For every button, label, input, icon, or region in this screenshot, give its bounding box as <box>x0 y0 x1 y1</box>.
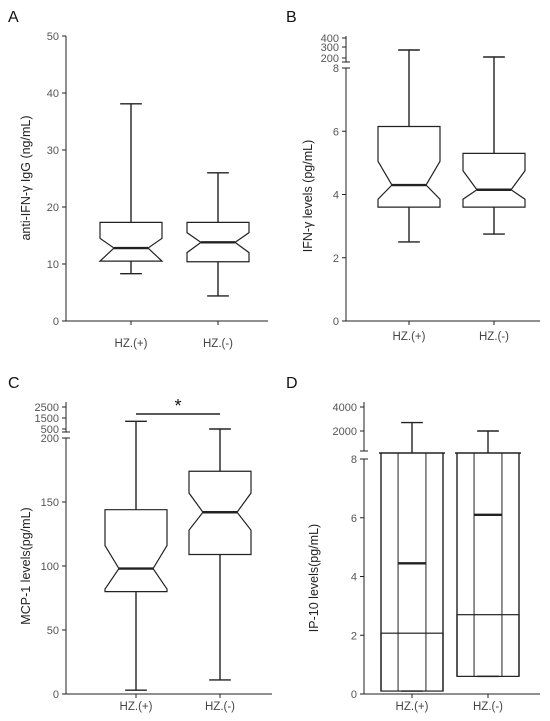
y-tick-label: 6 <box>351 513 357 525</box>
y-upper-tick-label: 4000 <box>333 402 357 414</box>
y-tick-label: 6 <box>333 126 339 138</box>
panel-letter: B <box>286 9 297 26</box>
y-tick-label: 40 <box>47 88 59 100</box>
y-tick-label: 30 <box>47 145 59 157</box>
y-tick-label: 150 <box>41 497 59 509</box>
y-axis-label: anti-IFN-γ IgG (ng/mL) <box>19 115 33 240</box>
y-tick-label: 0 <box>53 316 59 328</box>
y-tick-label: 8 <box>333 63 339 75</box>
box-body <box>98 221 164 262</box>
y-upper-tick-label: 400 <box>321 33 339 45</box>
y-tick-label: 4 <box>351 572 357 584</box>
y-axis-label: IP-10 levels(pg/mL) <box>307 524 321 632</box>
y-axis-label: MCP-1 levels(pg/mL) <box>19 507 33 624</box>
y-upper-tick-label: 500 <box>41 424 59 436</box>
y-tick-label: 50 <box>47 625 59 637</box>
y-tick-label: 8 <box>351 454 357 466</box>
y-tick-label: 4 <box>333 190 339 202</box>
x-tick-label: HZ.(+) <box>120 701 153 713</box>
box-body <box>462 152 526 208</box>
x-tick-label: HZ.(-) <box>479 331 509 343</box>
panel-letter: C <box>8 375 20 392</box>
box-body <box>104 509 168 593</box>
y-tick-label: 2 <box>351 630 357 642</box>
x-tick-label: HZ.(-) <box>473 701 503 713</box>
y-upper-tick-label: 300 <box>321 42 339 54</box>
y-upper-tick-label: 2500 <box>35 402 59 414</box>
panel-letter: A <box>8 9 19 26</box>
significance-marker: * <box>174 396 181 416</box>
box-body <box>377 125 441 208</box>
y-tick-label: 200 <box>41 433 59 445</box>
box-body <box>456 614 520 677</box>
y-tick-label: 20 <box>47 202 59 214</box>
y-tick-label: 0 <box>351 689 357 701</box>
y-upper-tick-label: 2000 <box>333 426 357 438</box>
y-tick-label: 50 <box>47 31 59 43</box>
y-upper-tick-label: 1500 <box>35 413 59 425</box>
x-tick-label: HZ.(+) <box>115 338 148 350</box>
x-tick-label: HZ.(-) <box>205 701 235 713</box>
box-body <box>380 632 444 692</box>
y-tick-label: 100 <box>41 561 59 573</box>
y-tick-label: 10 <box>47 259 59 271</box>
x-tick-label: HZ.(+) <box>396 701 429 713</box>
panel-letter: D <box>286 375 298 392</box>
x-tick-label: HZ.(+) <box>393 331 426 343</box>
y-tick-label: 2 <box>333 253 339 265</box>
y-tick-label: 0 <box>53 689 59 701</box>
y-tick-label: 0 <box>333 316 339 328</box>
y-upper-tick-label: 200 <box>321 53 339 65</box>
y-axis-label: IFN-γ levels (pg/mL) <box>301 140 315 253</box>
x-tick-label: HZ.(-) <box>203 338 233 350</box>
